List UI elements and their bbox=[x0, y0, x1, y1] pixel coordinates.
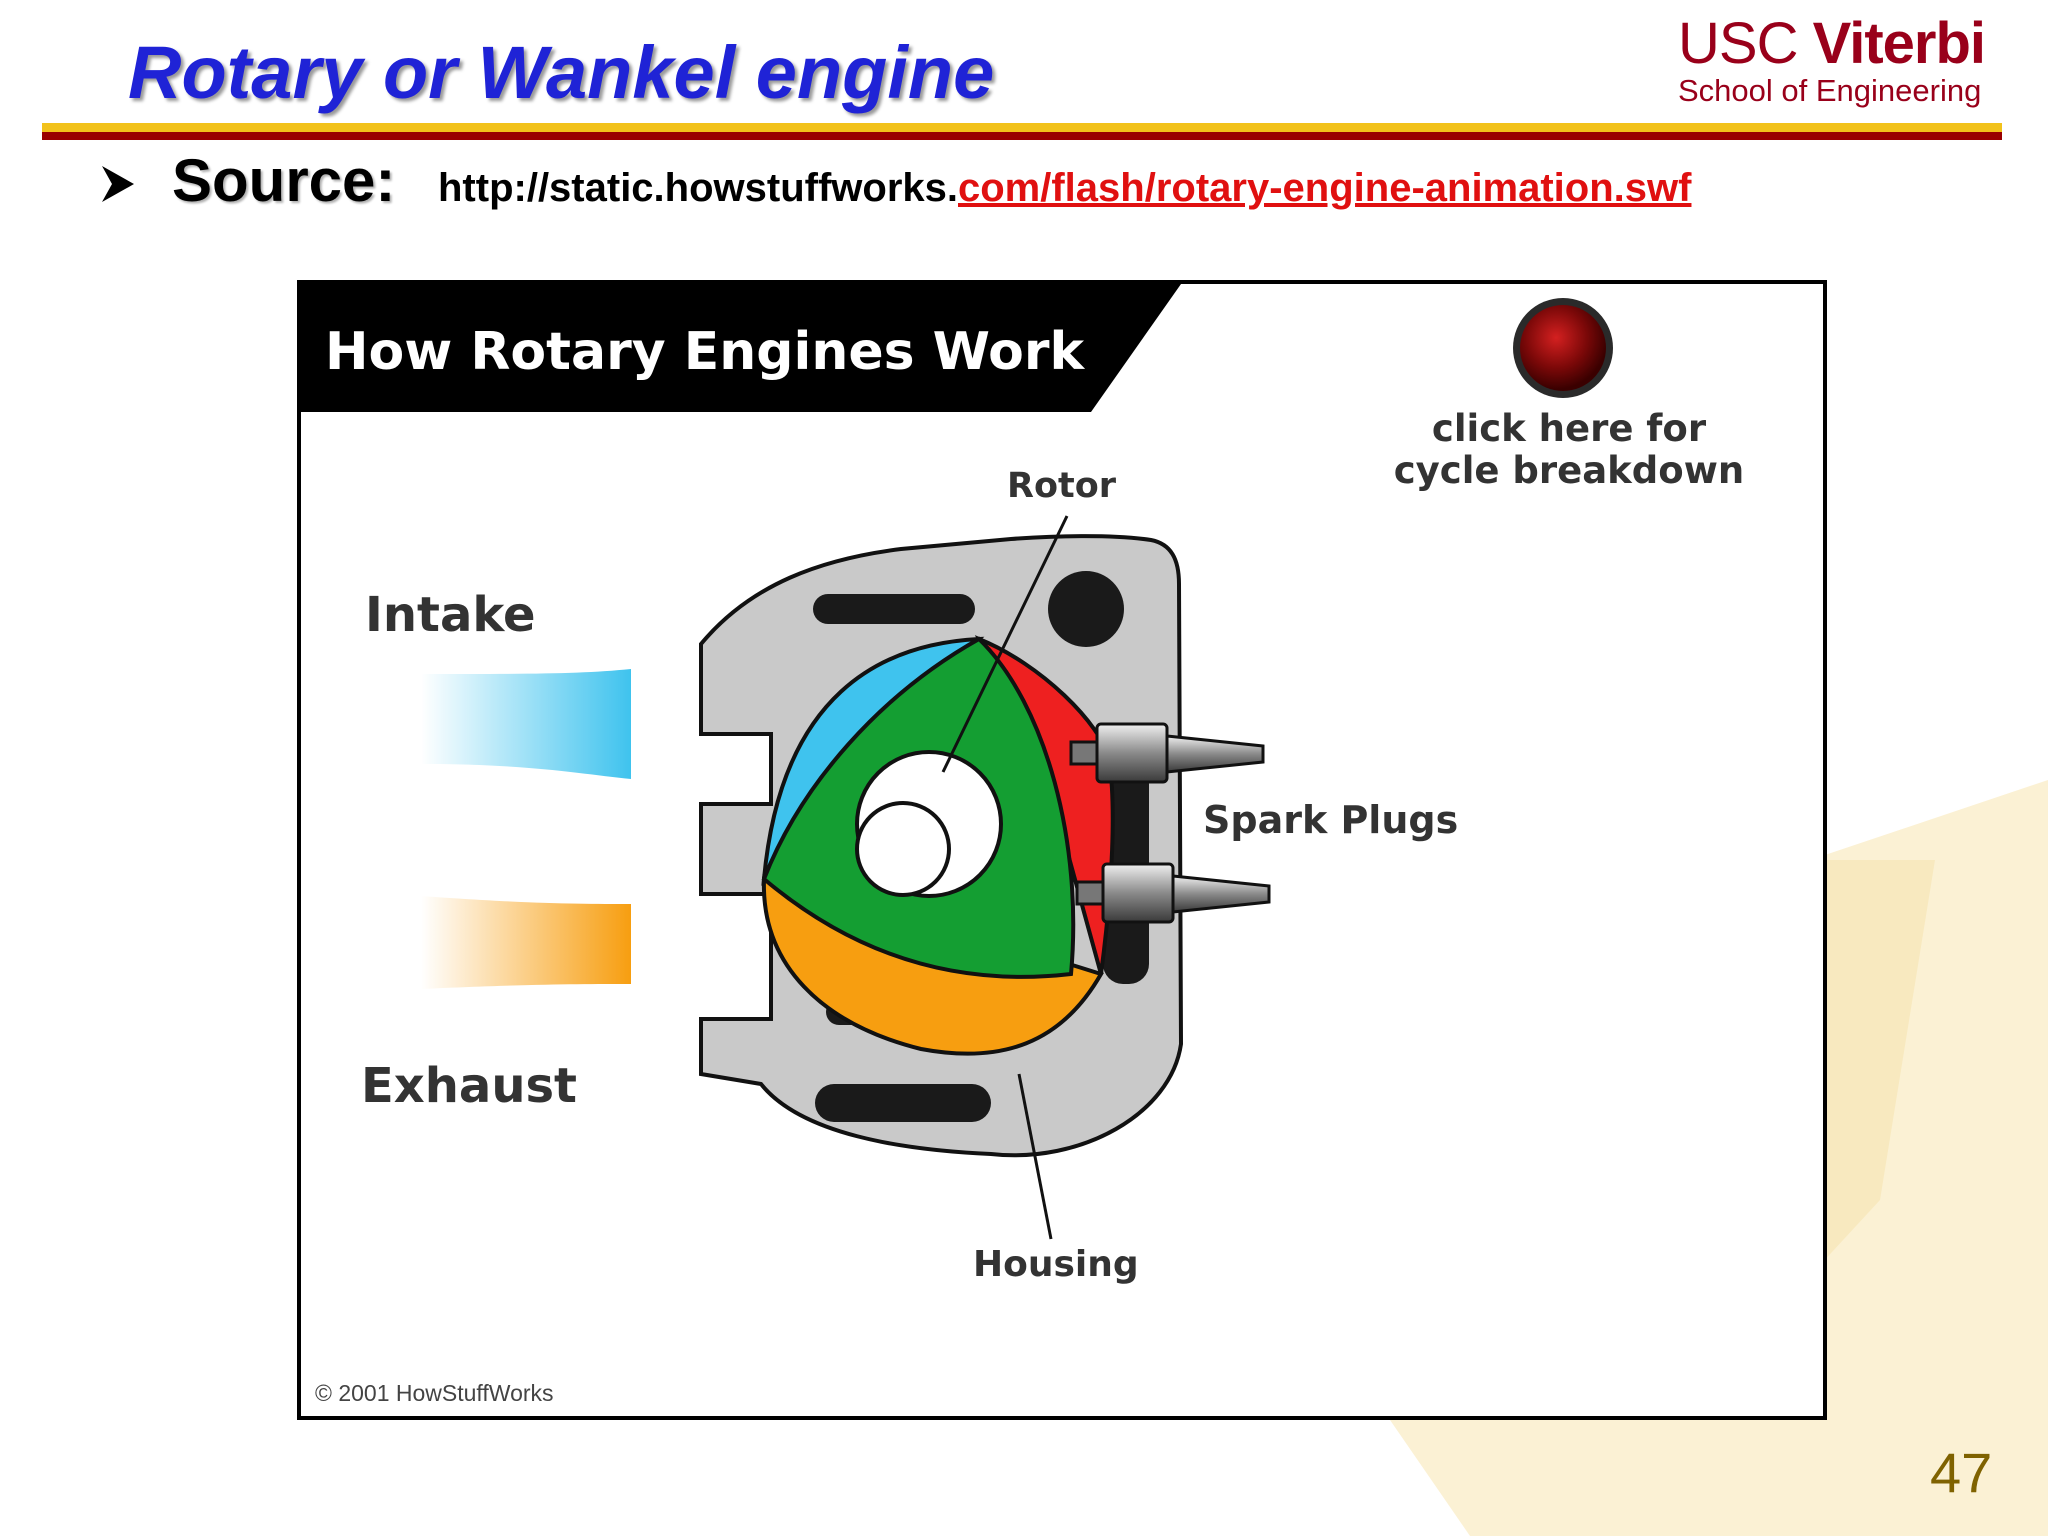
title-banner bbox=[301, 284, 1181, 412]
intake-flow bbox=[421, 669, 631, 779]
rotary-engine-figure: How Rotary Engines Work click here for c… bbox=[297, 280, 1827, 1420]
logo-school: School of Engineering bbox=[1678, 73, 1982, 108]
label-spark-plugs: Spark Plugs bbox=[1203, 798, 1459, 842]
label-housing: Housing bbox=[973, 1244, 1139, 1285]
exhaust-flow bbox=[421, 896, 631, 989]
label-exhaust: Exhaust bbox=[361, 1058, 577, 1114]
logo-usc: USC bbox=[1678, 11, 1798, 76]
source-url: http://static.howstuffworks.com/flash/ro… bbox=[438, 166, 1691, 211]
arrow-bullet-icon bbox=[102, 166, 134, 202]
cycle-breakdown-caption: click here for cycle breakdown bbox=[1393, 407, 1745, 492]
logo-viterbi: Viterbi bbox=[1812, 11, 1986, 76]
usc-viterbi-logo: USC Viterbi School of Engineering bbox=[1678, 10, 2018, 109]
header-rule-red bbox=[42, 132, 2002, 140]
source-url-plain: http://static.howstuffworks. bbox=[438, 166, 958, 210]
intake-chamber bbox=[761, 636, 985, 887]
header-rule-gold bbox=[42, 123, 2002, 132]
eccentric-shaft bbox=[855, 801, 951, 897]
page-number: 47 bbox=[1930, 1441, 1993, 1504]
slide-title: Rotary or Wankel engine bbox=[128, 31, 995, 114]
source-label: Source: bbox=[172, 147, 396, 214]
cycle-breakdown-button[interactable] bbox=[1513, 298, 1613, 398]
copyright-notice: © 2001 HowStuffWorks bbox=[315, 1380, 554, 1406]
figure-title: How Rotary Engines Work bbox=[325, 322, 1085, 382]
spark-plug-bottom bbox=[1075, 862, 1271, 924]
housing-leader bbox=[1017, 1073, 1053, 1240]
label-rotor: Rotor bbox=[1007, 466, 1117, 506]
rotor-leader bbox=[941, 515, 1069, 773]
label-intake: Intake bbox=[365, 587, 536, 643]
source-url-link[interactable]: com/flash/rotary-engine-animation.swf bbox=[958, 166, 1692, 210]
spark-plug-top bbox=[1069, 722, 1265, 784]
engine-diagram bbox=[301, 284, 1613, 1240]
